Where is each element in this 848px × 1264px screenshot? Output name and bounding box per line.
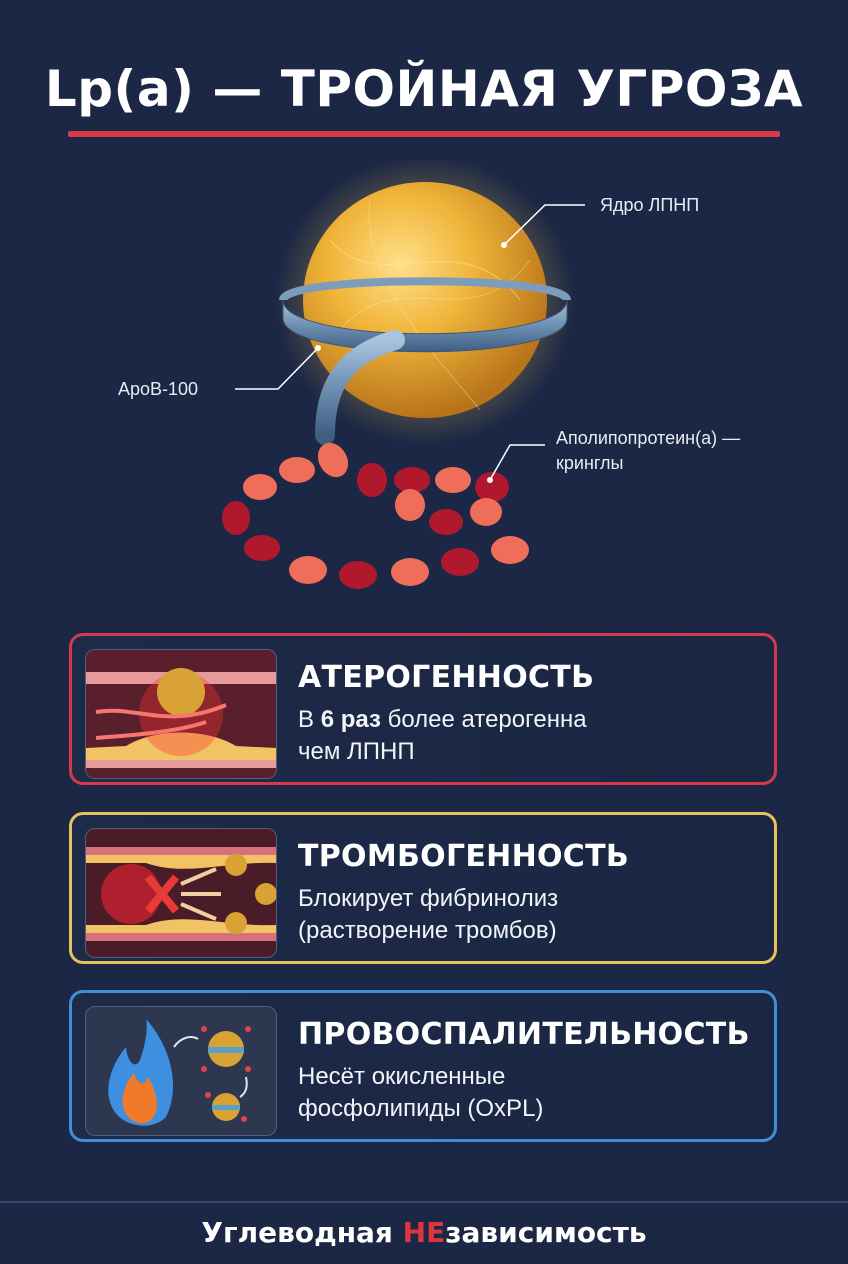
title-underline (68, 131, 780, 137)
card-description: В 6 раз более атерогенна чем ЛПНП (298, 706, 587, 765)
page-title: Lp(a) — ТРОЙНАЯ УГРОЗА (44, 60, 804, 118)
footer-brand: Углеводная НЕзависимость (201, 1216, 647, 1249)
card-title: АТЕРОГЕННОСТЬ (298, 660, 595, 695)
lpa-diagram: Ядро ЛПНП ApoB-100 Аполипопротеин(а) — к… (0, 155, 848, 600)
card-description: Блокирует фибринолиз (растворение тромбо… (298, 885, 559, 944)
label-apob100: ApoB-100 (118, 379, 199, 399)
card-title: ПРОВОСПАЛИТЕЛЬНОСТЬ (298, 1017, 750, 1052)
label-apoa-line2: кринглы (556, 453, 624, 473)
flame-oxpl-icon (85, 1006, 277, 1136)
blocked-clot-icon (85, 828, 277, 958)
card-atherogenicity: АТЕРОГЕННОСТЬ В 6 раз более атерогенна ч… (69, 633, 777, 785)
artery-plaque-icon (85, 649, 277, 779)
label-ldl-core: Ядро ЛПНП (600, 195, 700, 215)
footer-divider (0, 1201, 848, 1203)
card-thrombogenicity: ТРОМБОГЕННОСТЬ Блокирует фибринолиз (рас… (69, 812, 777, 964)
card-title: ТРОМБОГЕННОСТЬ (298, 839, 630, 874)
label-apoa-line1: Аполипопротеин(а) — (556, 428, 741, 448)
card-description: Несёт окисленные фосфолипиды (OxPL) (298, 1063, 544, 1122)
lpa-particle-icon (222, 155, 585, 589)
card-proinflammatory: ПРОВОСПАЛИТЕЛЬНОСТЬ Несёт окисленные фос… (69, 990, 777, 1142)
